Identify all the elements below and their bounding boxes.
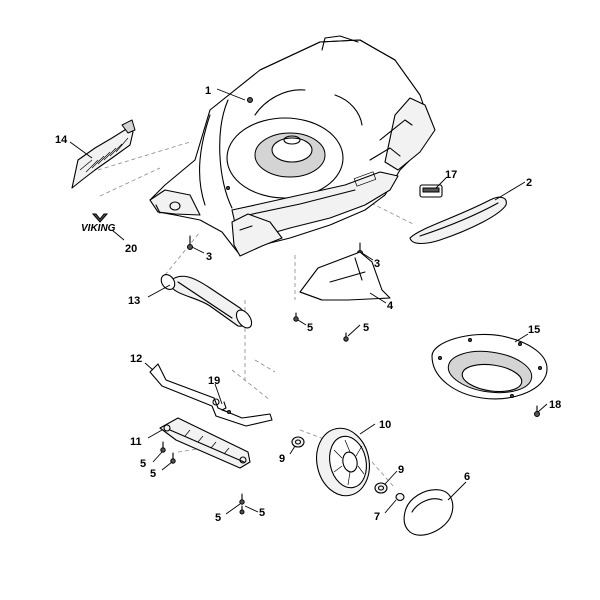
callout-20: 20 (125, 243, 137, 255)
rear-flap (71, 119, 136, 189)
callout-10: 10 (379, 419, 391, 431)
callout-6: 6 (464, 471, 470, 483)
callout-18: 18 (549, 399, 561, 411)
leader-lines (69, 88, 548, 515)
callout-12: 12 (130, 353, 142, 365)
callout-3-left: 3 (206, 251, 212, 263)
callout-labels: 1 2 3 3 4 5 5 5 5 5 5 6 7 9 9 10 11 12 1… (55, 85, 561, 524)
callout-15: 15 (528, 324, 540, 336)
callout-19: 19 (208, 375, 220, 387)
callout-5-deflector-right: 5 (363, 322, 369, 334)
wheel (316, 427, 370, 497)
logo-text: VIKING (81, 223, 116, 234)
spacer-left (291, 436, 305, 448)
mower-deck-housing (149, 35, 436, 257)
viking-logo: VIKING (81, 213, 116, 234)
screws-part-5-lower (160, 441, 245, 515)
screw-part-18 (534, 405, 540, 417)
callout-5-bottom-right: 5 (259, 507, 265, 519)
callout-3-right: 3 (374, 258, 380, 270)
callout-7: 7 (374, 511, 380, 523)
callout-4: 4 (387, 300, 394, 312)
small-label-plate (419, 184, 443, 198)
callout-13: 13 (128, 295, 140, 307)
rear-discharge-cover (431, 333, 548, 400)
spacer-right (374, 482, 388, 494)
height-adjust-axle (149, 363, 273, 427)
callout-9-right: 9 (398, 464, 404, 476)
callout-17: 17 (445, 169, 457, 181)
front-roller-bumper (160, 274, 253, 329)
axle-screw (395, 492, 405, 502)
callout-5-bracket-b: 5 (150, 468, 156, 480)
deflector-plate (299, 251, 391, 301)
callout-1: 1 (205, 85, 211, 97)
callout-2: 2 (526, 177, 532, 189)
front-grip-cover (409, 196, 507, 245)
callout-9-left: 9 (279, 453, 285, 465)
callout-5-bottom-left: 5 (215, 512, 221, 524)
callout-5-bracket-a: 5 (140, 458, 146, 470)
callout-14: 14 (55, 134, 68, 146)
callout-5-deflector-left: 5 (307, 322, 313, 334)
spacer-bearings (291, 436, 388, 494)
callout-11: 11 (130, 436, 142, 448)
wheel-bracket (159, 417, 251, 469)
screws-part-5-upper (293, 312, 349, 342)
spring-part-19 (221, 401, 231, 414)
wheel-hubcap (403, 489, 454, 536)
